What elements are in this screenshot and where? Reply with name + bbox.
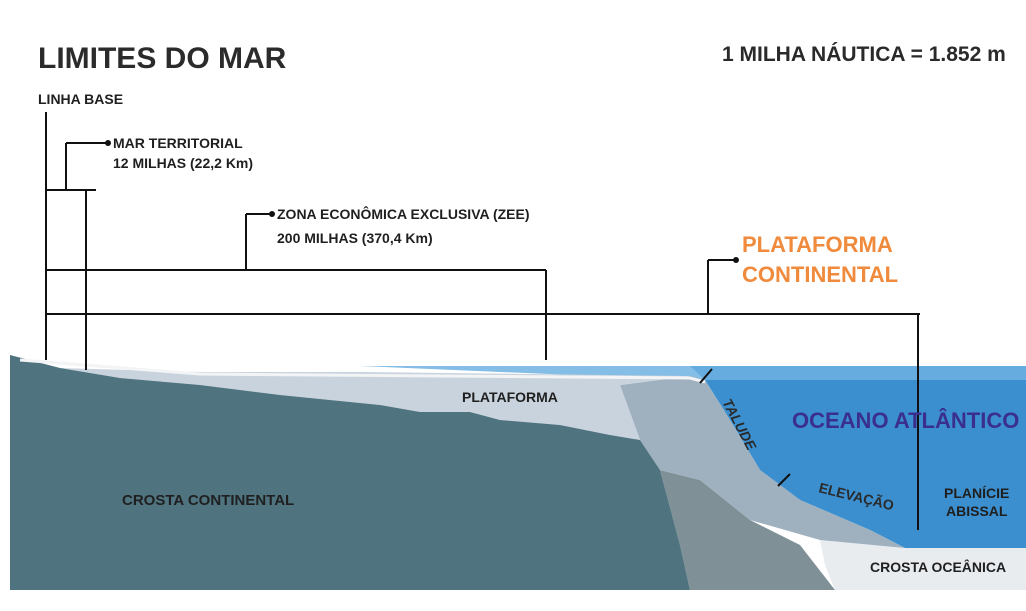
talude-marker-bottom [777,473,791,487]
label-zee-distance: 200 MILHAS (370,4 Km) [277,230,433,246]
label-plataforma-continental-1: PLATAFORMA [742,232,893,257]
ocean-water [690,366,1026,548]
continental-shelf [60,368,690,440]
label-linha-base: LINHA BASE [38,91,123,107]
diagram-title: LIMITES DO MAR [38,42,287,75]
ocean-surface-band [360,366,1026,380]
continental-crust [10,355,690,590]
label-plataforma: PLATAFORMA [462,389,558,405]
shelf-surface-line [19,358,706,384]
nautical-mile-note: 1 MILHA NÁUTICA = 1.852 m [722,43,1006,66]
label-plataforma-continental-2: CONTINENTAL [742,262,898,287]
oceanic-crust [820,540,1026,590]
label-planicie: PLANÍCIE [944,485,1009,501]
label-zee: ZONA ECONÔMICA EXCLUSIVA (ZEE) [277,205,530,222]
label-abissal: ABISSAL [946,503,1008,519]
label-mar-territorial-distance: 12 MILHAS (22,2 Km) [113,155,253,171]
platform-leader-dot [733,257,739,263]
sediment-layer [660,470,835,590]
zee-leader-dot [269,211,275,217]
talude-marker-top [699,368,713,384]
label-mar-territorial: MAR TERRITORIAL [113,135,243,151]
label-crosta-oceanica: CROSTA OCEÂNICA [870,558,1006,575]
label-crosta-continental: CROSTA CONTINENTAL [122,492,294,509]
label-oceano-atlantico: OCEANO ATLÂNTICO [792,408,1019,433]
slope-region [620,376,905,548]
territorial-sea-leader-dot [105,140,111,146]
